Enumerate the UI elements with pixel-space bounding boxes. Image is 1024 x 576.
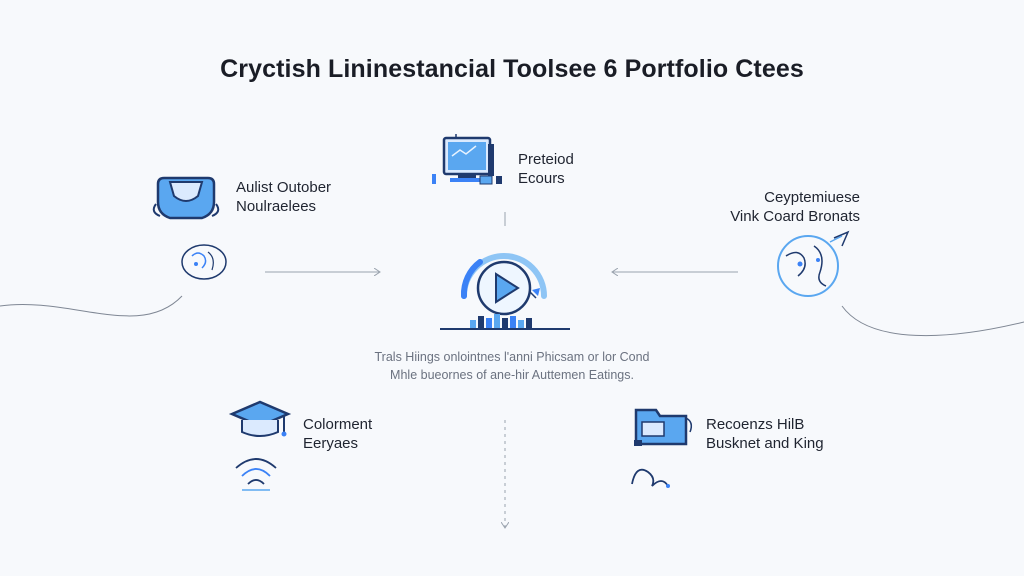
globe-sketch-icon [181,244,227,280]
graduation-cap-icon [228,400,292,437]
node-left-upper-label: Aulist Outober Noulraelees [236,179,332,215]
node-right-upper-label: Ceyptemiuese Vink Coard Bronats [730,189,860,225]
globe-icon [777,230,850,297]
decor-swoosh-right [841,305,1024,337]
squiggle-icon [631,468,670,488]
node-top-center-label: Preteiod Ecours [518,151,574,187]
diagram-title: Cryctish Lininestancial Toolsee 6 Portfo… [220,55,804,83]
decor-swoosh-left [0,295,183,317]
monitor-icon [432,134,502,185]
node-left-lower-label: Colorment Eeryaes [303,416,373,452]
node-right-lower-label: Recoenzs HilB Busknet and King [706,416,824,452]
wifi-icon [235,458,277,491]
center-caption: Trals Hiings onlointnes l'anni Phicsam o… [374,350,650,382]
shield-icon [152,176,220,220]
play-dial-icon [440,253,570,330]
folder-icon [634,408,693,446]
